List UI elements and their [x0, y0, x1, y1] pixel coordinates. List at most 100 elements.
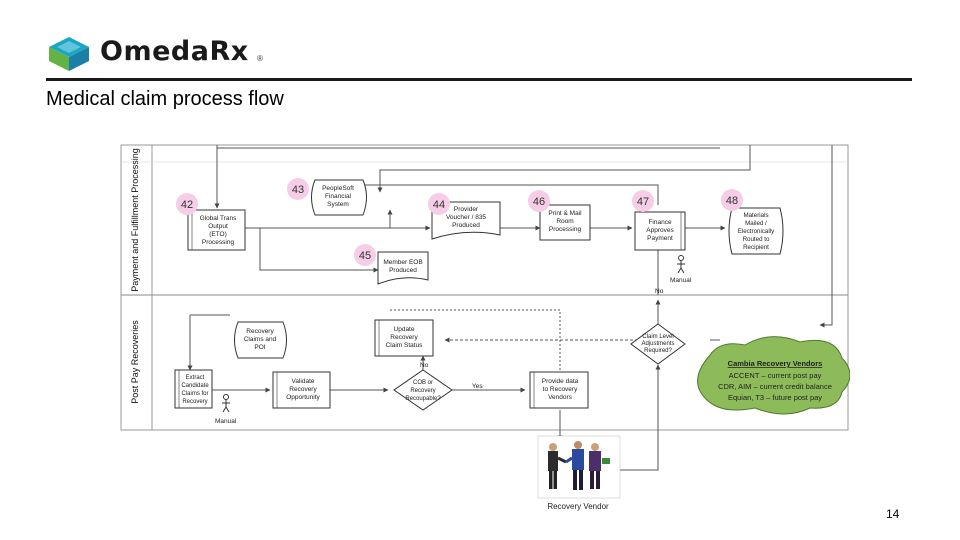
- node-global-trans-line: Processing: [202, 239, 235, 246]
- node-cob-line: Recoupable?: [405, 396, 441, 402]
- logo-wordmark: OmedaRx: [100, 36, 249, 67]
- businessman-figure-center: [565, 441, 584, 490]
- node-global-trans-line: Global Trans: [200, 215, 238, 222]
- connectors: [180, 145, 833, 471]
- step-47: 47: [637, 196, 649, 208]
- logo-cube-icon: [49, 37, 89, 71]
- lane-label-payment: Payment and Fulfillment Processing: [130, 148, 140, 292]
- node-print-mail-line: Processing: [549, 226, 582, 233]
- businessman-figure-left: [548, 443, 567, 489]
- node-peoplesoft-line: PeopleSoft: [322, 185, 354, 192]
- node-extract-line: Recovery: [182, 399, 207, 405]
- node-recovery-claims-line: Recovery: [246, 328, 274, 335]
- yes-label: Yes: [472, 383, 483, 390]
- step-48: 48: [726, 195, 738, 207]
- step-badges: 42 43 44 45 46 47 48: [176, 178, 743, 266]
- node-member-eob-line: Produced: [389, 267, 417, 274]
- callout-line: ACCENT – current post pay: [729, 371, 822, 380]
- no-label-top: No: [655, 288, 664, 295]
- node-materials-line: Mailed /: [745, 220, 767, 227]
- step-44: 44: [433, 199, 445, 211]
- node-provide-data-line: Vendors: [548, 394, 573, 401]
- node-provider-voucher-line: Voucher / 835: [446, 214, 486, 221]
- node-claim-level-line: Claim Level: [642, 334, 673, 340]
- node-update-recovery-line: Claim Status: [386, 342, 424, 349]
- lane-label-recoveries: Post Pay Recoveries: [130, 320, 140, 404]
- node-claim-level-line: Adjustments: [641, 341, 674, 347]
- node-validate-line: Validate: [291, 378, 314, 385]
- step-43: 43: [292, 184, 304, 196]
- callout-title: Cambia Recovery Vendors: [728, 359, 823, 368]
- node-finance-line: Payment: [647, 235, 673, 242]
- node-provider-voucher-line: Produced: [452, 222, 480, 229]
- node-recovery-claims-line: Claims and: [244, 336, 277, 343]
- callout-line: CDR, AIM – current credit balance: [718, 382, 832, 391]
- node-materials-line: Routed to: [743, 236, 770, 243]
- node-print-mail-line: Print & Mail: [548, 210, 582, 217]
- manual-label-bottom: Manual: [215, 418, 237, 425]
- recovery-vendors-callout: Cambia Recovery Vendors ACCENT – current…: [697, 336, 850, 415]
- omedarx-logo: OmedaRx ®: [46, 36, 276, 72]
- node-validate-line: Recovery: [289, 386, 317, 393]
- node-finance-line: Approves: [646, 227, 674, 234]
- step-46: 46: [533, 196, 545, 208]
- node-cob-line: Recovery: [410, 388, 435, 394]
- node-extract-line: Candidate: [181, 383, 209, 389]
- node-peoplesoft-line: System: [327, 201, 349, 208]
- node-materials-line: Materials: [743, 212, 768, 219]
- node-print-mail-line: Room: [556, 218, 573, 225]
- page-title: Medical claim process flow: [46, 88, 284, 110]
- node-global-trans-line: (ETO): [209, 231, 227, 238]
- manual-figure-icon: [677, 255, 685, 274]
- node-provide-data-line: to Recovery: [543, 386, 578, 393]
- callout-line: Equian, T3 – future post pay: [728, 393, 822, 402]
- process-flow-diagram: Payment and Fulfillment Processing Post …: [120, 144, 850, 511]
- businessman-figure-right: [589, 443, 610, 489]
- node-cob-line: COB or: [413, 380, 433, 386]
- node-update-recovery-line: Update: [394, 326, 415, 333]
- node-extract-line: Extract: [186, 375, 205, 381]
- manual-figure-icon-bottom: [222, 394, 230, 413]
- step-42: 42: [181, 199, 193, 211]
- node-provide-data-line: Provide data: [542, 378, 579, 385]
- node-finance-line: Finance: [648, 219, 672, 226]
- node-peoplesoft-line: Financial: [325, 193, 352, 200]
- node-global-trans-line: Output: [208, 223, 228, 230]
- no-label-bottom: No: [420, 362, 429, 369]
- recovery-vendor-label: Recovery Vendor: [547, 502, 609, 511]
- node-validate-line: Opportunity: [286, 394, 320, 401]
- header-divider: [46, 78, 912, 81]
- node-extract-line: Claims for: [181, 391, 208, 397]
- recovery-vendor-image: [537, 435, 621, 499]
- manual-label-top: Manual: [670, 277, 692, 284]
- logo-registered-mark: ®: [257, 54, 263, 63]
- node-claim-level-line: Required?: [644, 348, 672, 354]
- node-provider-voucher-line: Provider: [454, 206, 479, 213]
